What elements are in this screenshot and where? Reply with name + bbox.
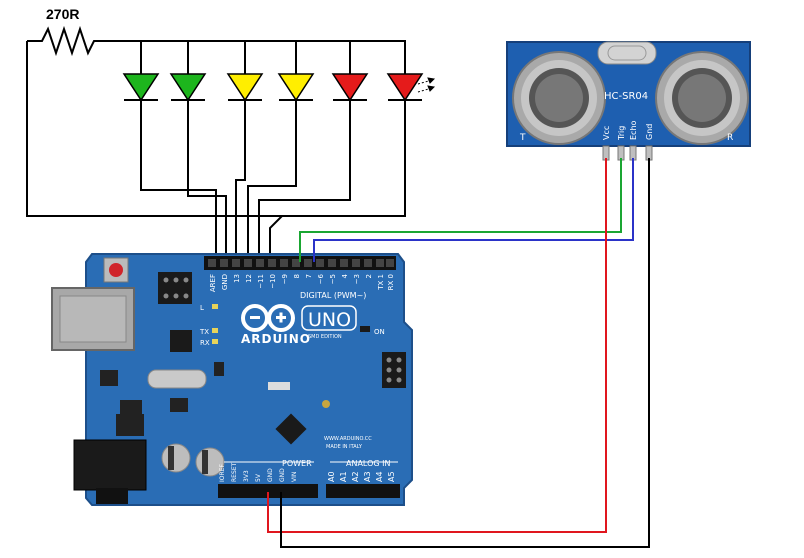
analog-pin-label: A2 <box>351 471 360 482</box>
led-body <box>169 73 207 102</box>
arduino-model: UNO <box>308 309 351 331</box>
analog-pin-label: A4 <box>375 471 384 482</box>
digital-pin-label: ~11 <box>257 274 265 289</box>
digital-label: DIGITAL (PWM~) <box>300 291 366 300</box>
led-3 <box>226 73 264 102</box>
wire-echo-blue <box>313 158 634 262</box>
sensor-pin <box>629 145 637 161</box>
power-header <box>218 484 318 498</box>
digital-pin-label: TX 1 <box>377 274 385 291</box>
receiver-icon <box>655 51 749 145</box>
wire-trig-green <box>299 158 622 262</box>
tx-label: TX <box>199 328 209 336</box>
l-label: L <box>200 304 204 312</box>
capacitors <box>161 443 225 477</box>
led-5 <box>331 73 369 102</box>
transmitter-icon <box>512 51 606 145</box>
digital-pin-label: ~5 <box>329 274 337 284</box>
arduino-logo-text: ARDUINO <box>241 332 311 346</box>
power-pin-label: RESET <box>231 462 238 482</box>
main-chip <box>275 413 307 445</box>
analog-label: ANALOG IN <box>346 459 391 468</box>
wire-led5-pin9 <box>258 100 351 260</box>
power-label: POWER <box>282 459 312 468</box>
sensor-model: HC-SR04 <box>604 91 648 102</box>
analog-pin-label: A3 <box>363 471 372 482</box>
wire-led6-pin8 <box>269 100 406 260</box>
wire-led2-pin12 <box>187 100 227 260</box>
analog-header <box>326 484 400 498</box>
power-pin-labels: IOREF RESET 3V3 5V GND GND VIN <box>219 462 298 482</box>
sensor-pin <box>645 145 653 161</box>
digital-pin-label: GND <box>221 274 229 290</box>
sensor-pin-label: Echo <box>629 120 638 140</box>
led-body <box>226 73 264 102</box>
digital-pin-label: 8 <box>293 274 301 278</box>
led-body <box>122 73 160 102</box>
sensor-side-t: T <box>519 133 526 143</box>
sensor-wiring <box>267 158 650 548</box>
sensor-pin <box>617 145 625 161</box>
led-row <box>122 73 424 102</box>
power-pin-label: IOREF <box>219 464 226 482</box>
wire-led1-pin13 <box>140 100 217 260</box>
digital-pin-label: 13 <box>233 274 241 283</box>
on-label: ON <box>374 328 385 336</box>
digital-pin-label: ~3 <box>353 274 361 284</box>
wire-vcc-red <box>267 158 607 533</box>
arduino-made-in: MADE IN ITALY <box>326 444 363 450</box>
arduino-website: WWW.ARDUINO.CC <box>324 436 372 442</box>
led-4 <box>277 73 315 102</box>
led-6 <box>386 73 424 102</box>
power-pin-label: VIN <box>291 472 298 482</box>
digital-pin-label: ~6 <box>317 273 325 284</box>
sensor-pin-label: Trig <box>617 126 626 141</box>
led-1 <box>122 73 160 102</box>
wire-led4-pin10 <box>247 100 297 260</box>
digital-pin-label: RX 0 <box>387 274 395 290</box>
arduino-logo-icon <box>241 304 295 332</box>
digital-pin-label: AREF <box>209 274 217 292</box>
dc-jack <box>73 439 147 491</box>
arduino-edition: SMD EDITION <box>308 334 342 340</box>
resistor-symbol <box>27 25 406 57</box>
usb-chip <box>170 330 192 352</box>
crystal-oscillator <box>597 41 657 65</box>
digital-pin-label: 2 <box>365 274 373 278</box>
wire-gnd-black <box>280 158 650 548</box>
power-pin-label: 3V3 <box>243 470 250 482</box>
sensor-pin-label: Vcc <box>602 126 611 140</box>
digital-pin-label: 12 <box>245 274 253 283</box>
power-pin-label: GND <box>279 468 286 482</box>
analog-pin-label: A1 <box>339 471 348 482</box>
led-body <box>277 73 315 102</box>
sensor-pin <box>602 145 610 161</box>
digital-pin-label: ~10 <box>269 274 277 289</box>
led-schematic <box>26 25 406 260</box>
resistor-label: 270R <box>46 6 79 22</box>
sensor-side-r: R <box>727 133 733 143</box>
power-pin-label: 5V <box>255 473 262 482</box>
analog-pin-label: A0 <box>327 471 336 482</box>
analog-pin-label: A5 <box>387 471 396 482</box>
led-body <box>331 73 369 102</box>
digital-pin-label: 4 <box>341 273 349 278</box>
wire-led3-pin11 <box>235 100 246 260</box>
sensor-pin-label: Gnd <box>645 124 654 140</box>
power-pin-label: GND <box>267 468 274 482</box>
digital-pin-label: 7 <box>305 274 313 278</box>
digital-pin-label: ~9 <box>281 274 289 284</box>
led-2 <box>169 73 207 102</box>
led-body <box>386 73 424 102</box>
light-emission-icon <box>417 77 436 93</box>
rx-label: RX <box>200 339 210 347</box>
